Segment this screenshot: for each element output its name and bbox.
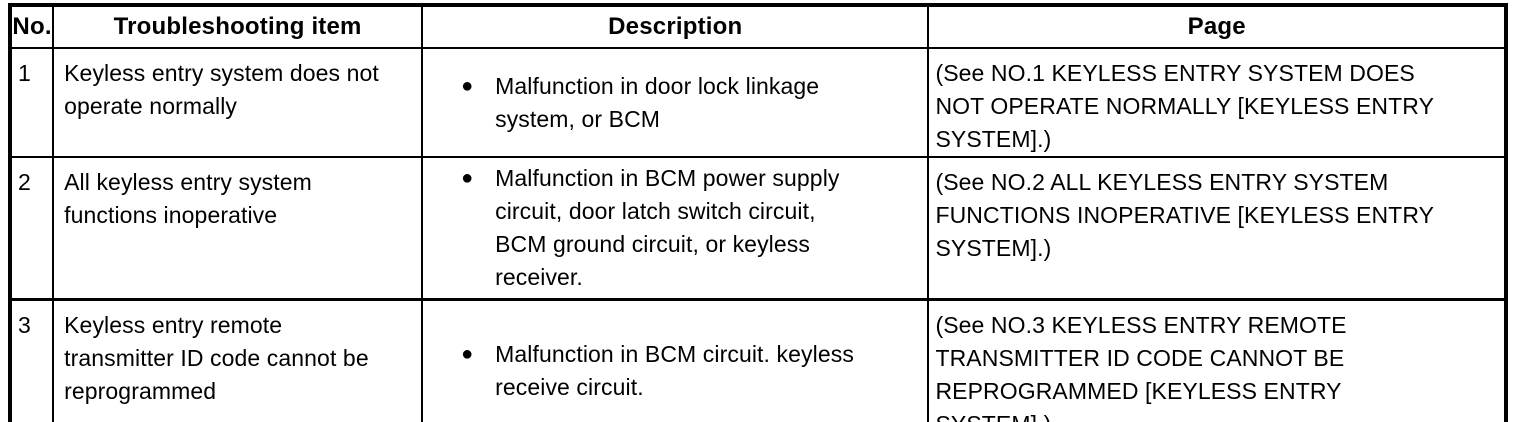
row-number: 2 <box>8 156 55 301</box>
bullet-icon: ● <box>461 167 474 189</box>
table-row: 2 All keyless entry system functions ino… <box>8 156 1507 301</box>
troubleshooting-item-cell: Keyless entry system does not operate no… <box>52 47 424 158</box>
row-number: 1 <box>8 47 55 158</box>
header-no: No. <box>8 4 55 49</box>
bullet-list-item: ● Malfunction in door lock linkage syste… <box>423 70 923 136</box>
bullet-list-item: ● Malfunction in BCM circuit. keyless re… <box>423 338 923 404</box>
troubleshooting-item-cell: All keyless entry system functions inope… <box>52 156 424 301</box>
bullet-icon: ● <box>461 343 474 365</box>
description-cell: ● Malfunction in BCM power supply circui… <box>421 156 930 301</box>
bullet-list-item: ● Malfunction in BCM power supply circui… <box>423 162 923 294</box>
troubleshooting-item-cell: Keyless entry remote transmitter ID code… <box>52 298 424 422</box>
header-page: Page <box>927 4 1507 49</box>
description-text: Malfunction in BCM circuit. keyless rece… <box>495 341 854 400</box>
page-reference-cell: (See NO.1 KEYLESS ENTRY SYSTEM DOES NOT … <box>927 47 1507 158</box>
description-text: Malfunction in door lock linkage system,… <box>495 72 820 132</box>
bullet-icon: ● <box>461 74 474 97</box>
description-text: Malfunction in BCM power supply circuit,… <box>495 165 840 290</box>
troubleshooting-table: No. Troubleshooting item Description Pag… <box>8 3 1508 422</box>
table-row: 1 Keyless entry system does not operate … <box>8 47 1507 158</box>
table-row: 3 Keyless entry remote transmitter ID co… <box>8 298 1507 422</box>
page-reference-cell: (See NO.3 KEYLESS ENTRY REMOTE TRANSMITT… <box>927 298 1507 422</box>
table-header-row: No. Troubleshooting item Description Pag… <box>8 4 1507 49</box>
page-reference-cell: (See NO.2 ALL KEYLESS ENTRY SYSTEM FUNCT… <box>927 156 1507 301</box>
header-troubleshooting-item: Troubleshooting item <box>52 4 424 49</box>
description-cell: ● Malfunction in BCM circuit. keyless re… <box>421 298 930 422</box>
description-cell: ● Malfunction in door lock linkage syste… <box>421 47 930 158</box>
row-number: 3 <box>8 298 55 422</box>
header-description: Description <box>421 4 930 49</box>
